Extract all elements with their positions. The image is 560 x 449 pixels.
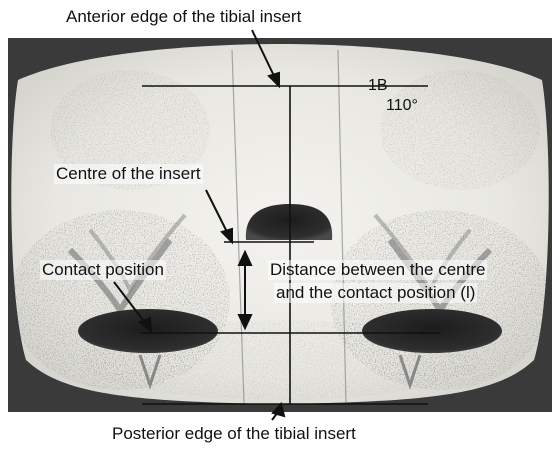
left-contact-mark (78, 309, 218, 353)
flexion-angle-label: 110° (384, 96, 420, 116)
distance-label-line-1: Distance between the centre (268, 260, 487, 280)
specimen-code-label: 1B (366, 76, 390, 96)
anterior-edge-caption: Anterior edge of the tibial insert (66, 7, 301, 27)
centre-of-insert-label: Centre of the insert (54, 164, 203, 184)
contact-position-label: Contact position (40, 260, 166, 280)
right-contact-mark (362, 309, 502, 353)
distance-label-line-2: and the contact position (l) (274, 283, 477, 303)
posterior-edge-caption: Posterior edge of the tibial insert (112, 424, 356, 444)
